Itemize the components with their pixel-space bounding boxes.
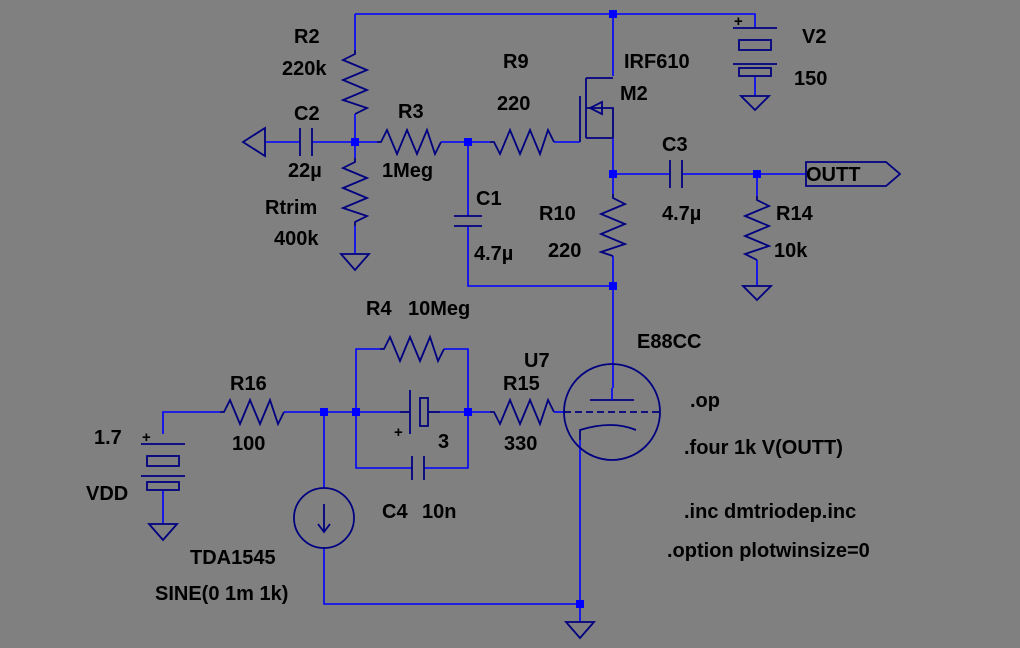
u7-value: E88CC bbox=[637, 331, 701, 353]
r10-name: R10 bbox=[539, 203, 576, 225]
c2-name: C2 bbox=[294, 103, 320, 125]
net-label-outt[interactable]: OUTT bbox=[805, 161, 902, 187]
r9-name: R9 bbox=[503, 51, 529, 73]
spice-directives: .op .four 1k V(OUTT) .inc dmtriodep.inc … bbox=[667, 390, 870, 562]
c1-name: C1 bbox=[476, 188, 502, 210]
vdd-polarity-plus: + bbox=[142, 429, 151, 446]
resistor-r16-symbol[interactable] bbox=[220, 397, 285, 427]
cell-3-symbol[interactable]: + bbox=[394, 390, 440, 441]
v2-value: 150 bbox=[794, 68, 827, 90]
r3-name: R3 bbox=[398, 101, 424, 123]
tda1545-name: TDA1545 bbox=[190, 547, 276, 569]
vdd-value: 1.7 bbox=[94, 427, 122, 449]
r14-value: 10k bbox=[774, 240, 808, 262]
r16-value: 100 bbox=[232, 433, 265, 455]
junction-dots bbox=[320, 10, 761, 608]
r3-value: 1Meg bbox=[382, 160, 433, 182]
r4-value: 10Meg bbox=[408, 298, 470, 320]
rtrim-name: Rtrim bbox=[265, 197, 317, 219]
capacitor-c1-symbol[interactable] bbox=[454, 215, 482, 227]
cell-value: 3 bbox=[438, 431, 449, 453]
current-source-tda1545-symbol[interactable] bbox=[293, 487, 355, 549]
resistor-r4-symbol[interactable] bbox=[380, 334, 445, 364]
resistor-rtrim-symbol[interactable] bbox=[340, 158, 370, 226]
mosfet-m2-symbol[interactable] bbox=[579, 77, 614, 142]
capacitor-c4-symbol[interactable] bbox=[411, 456, 425, 480]
resistor-r9-symbol[interactable] bbox=[490, 127, 555, 157]
c2-value: 22µ bbox=[288, 160, 322, 182]
r2-name: R2 bbox=[294, 26, 320, 48]
resistor-r3-symbol[interactable] bbox=[377, 127, 442, 157]
resistor-r15-symbol[interactable] bbox=[490, 397, 555, 427]
directive-option[interactable]: .option plotwinsize=0 bbox=[667, 540, 870, 562]
resistor-r10-symbol[interactable] bbox=[598, 194, 628, 257]
voltage-source-vdd-symbol[interactable]: + bbox=[141, 429, 185, 491]
r9-value: 220 bbox=[497, 93, 530, 115]
directive-inc[interactable]: .inc dmtriodep.inc bbox=[684, 501, 856, 523]
ground-symbols bbox=[147, 95, 774, 640]
c4-name: C4 bbox=[382, 501, 408, 523]
m2-value: IRF610 bbox=[624, 51, 690, 73]
v2-name: V2 bbox=[802, 26, 826, 48]
voltage-source-v2-symbol[interactable]: + bbox=[733, 13, 777, 77]
c4-value: 10n bbox=[422, 501, 456, 523]
m2-name: M2 bbox=[620, 83, 648, 105]
r4-name: R4 bbox=[366, 298, 392, 320]
c3-value: 4.7µ bbox=[662, 203, 701, 225]
directive-four[interactable]: .four 1k V(OUTT) bbox=[684, 437, 843, 459]
u7-name: U7 bbox=[524, 350, 550, 372]
r15-name: R15 bbox=[503, 373, 540, 395]
component-labels: R2 220k C2 22µ Rtrim 400k R3 1Meg R9 220… bbox=[86, 26, 827, 605]
r10-value: 220 bbox=[548, 240, 581, 262]
r14-name: R14 bbox=[776, 203, 814, 225]
resistor-r2-symbol[interactable] bbox=[340, 50, 370, 115]
c3-name: C3 bbox=[662, 134, 688, 156]
capacitor-c3-symbol[interactable] bbox=[669, 160, 683, 188]
capacitor-c2-symbol[interactable] bbox=[299, 128, 313, 156]
directive-op[interactable]: .op bbox=[690, 390, 720, 412]
r2-value: 220k bbox=[282, 58, 327, 80]
triode-u7-symbol[interactable] bbox=[563, 363, 661, 461]
r15-value: 330 bbox=[504, 433, 537, 455]
r16-name: R16 bbox=[230, 373, 267, 395]
wires bbox=[162, 13, 806, 622]
rtrim-value: 400k bbox=[274, 228, 319, 250]
cell-polarity-plus: + bbox=[394, 424, 403, 441]
resistor-r14-symbol[interactable] bbox=[742, 196, 772, 261]
v2-polarity-plus: + bbox=[734, 13, 743, 30]
net-label-outt-text: OUTT bbox=[806, 164, 860, 186]
tda1545-value: SINE(0 1m 1k) bbox=[155, 583, 288, 605]
c1-value: 4.7µ bbox=[474, 243, 513, 265]
vdd-name: VDD bbox=[86, 483, 128, 505]
